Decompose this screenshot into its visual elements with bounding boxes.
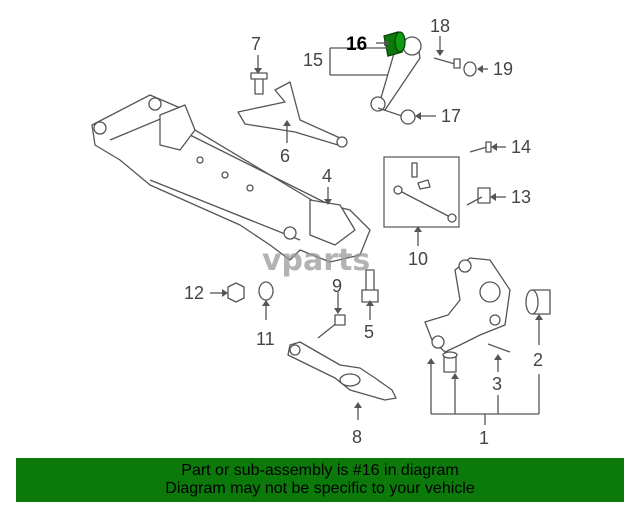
- callout-14: 14: [511, 137, 531, 157]
- footer-line-2: Diagram may not be specific to your vehi…: [165, 480, 475, 497]
- arrowheads: [222, 40, 543, 408]
- callout-12: 12: [184, 283, 204, 303]
- upper-arm-drawing: [237, 81, 348, 148]
- callout-3: 3: [492, 374, 502, 394]
- callout-10: 10: [408, 249, 428, 269]
- bolt-18-drawing: [433, 57, 461, 69]
- bolt-17-drawing: [377, 107, 416, 125]
- washer-11-drawing: [258, 281, 274, 301]
- callout-9: 9: [332, 276, 342, 296]
- callout-5: 5: [364, 322, 374, 342]
- bolt-7-drawing: [250, 72, 268, 95]
- footer-line-1: Part or sub-assembly is #16 in diagram: [181, 462, 459, 479]
- nut-19-drawing: [463, 61, 477, 77]
- lower-arm-drawing: [287, 341, 397, 401]
- callout-labels: 7 15 16 18 19 17 6 4 14 13 10 12 11 9 5 …: [184, 16, 543, 448]
- bushing-16-highlight[interactable]: [383, 31, 406, 57]
- callout-1: 1: [479, 428, 489, 448]
- lateral-link-box: [383, 156, 460, 228]
- callout-16: 16: [346, 34, 367, 55]
- callout-18: 18: [430, 16, 450, 36]
- callout-4: 4: [322, 166, 332, 186]
- watermark: vparts: [262, 243, 370, 278]
- bushing-2-drawing: [525, 289, 551, 315]
- knuckle-drawing: [424, 257, 511, 353]
- bolt-14-drawing: [469, 141, 492, 153]
- bolt-9-drawing: [317, 314, 346, 339]
- bolt-13-drawing: [466, 187, 491, 206]
- callout-8: 8: [352, 427, 362, 447]
- callout-11: 11: [256, 329, 275, 349]
- footer-banner: Part or sub-assembly is #16 in diagram D…: [16, 458, 624, 502]
- callout-6: 6: [280, 146, 290, 166]
- nut-12-drawing: [227, 282, 245, 303]
- svg-text:vparts: vparts: [262, 243, 370, 278]
- callout-2: 2: [533, 350, 543, 370]
- bolt-3-drawing: [487, 343, 511, 353]
- bushing-3-drawing: [442, 351, 458, 373]
- callout-15: 15: [303, 50, 323, 70]
- parts-diagram: vparts 7 15 16 18 19 17: [91, 16, 551, 448]
- callout-19: 19: [493, 59, 513, 79]
- callout-17: 17: [441, 106, 461, 126]
- callout-13: 13: [511, 187, 531, 207]
- callout-7: 7: [251, 34, 261, 54]
- crossmember-drawing: [91, 94, 371, 263]
